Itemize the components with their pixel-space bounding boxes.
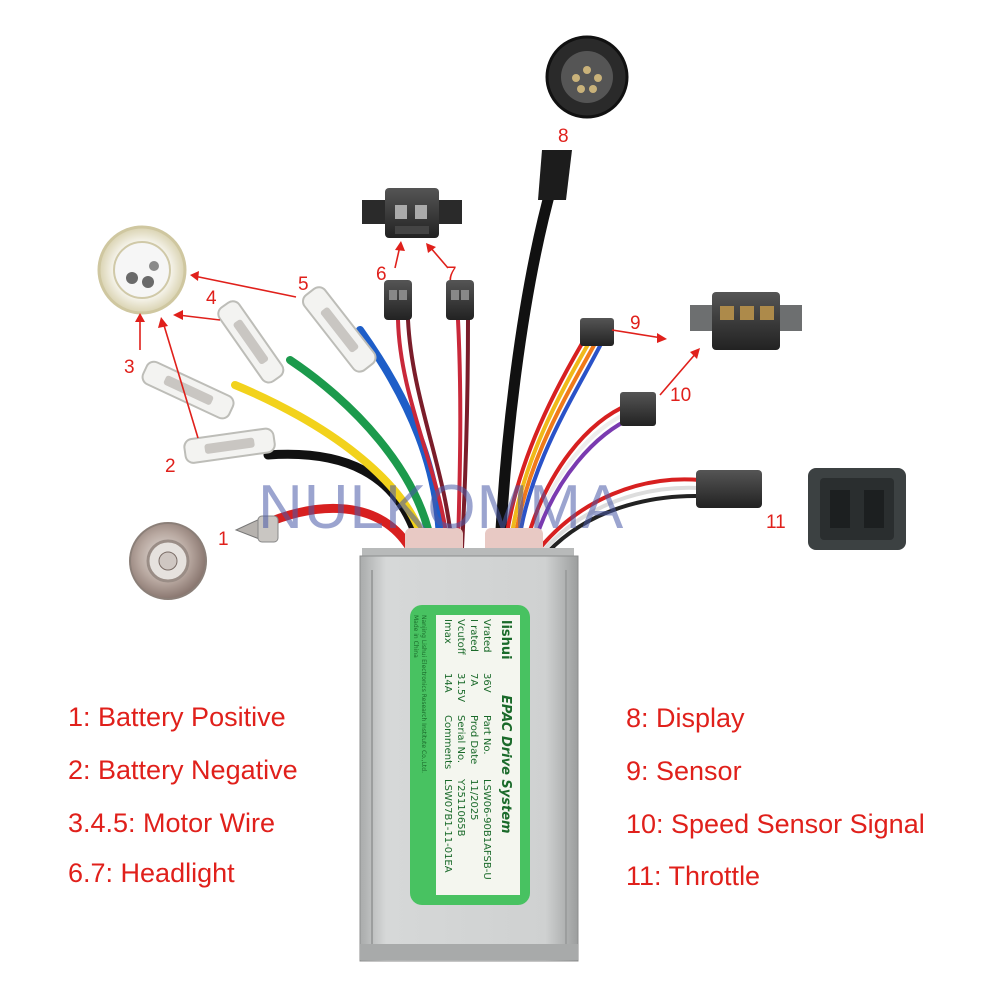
headlight-connectors <box>384 280 474 320</box>
wire-battery-positive <box>257 503 415 553</box>
callout-10: 10 <box>670 385 691 406</box>
label-row-key: I rated <box>468 619 479 652</box>
legend-speed-sensor-signal: 10: Speed Sensor Signal <box>626 809 925 839</box>
wire-sensor-orange <box>512 336 600 550</box>
label-row-value2: LSW07B1-11-01EA <box>442 779 453 873</box>
legend-battery-positive: 1: Battery Positive <box>68 702 286 732</box>
wire-display <box>494 179 558 554</box>
label-row-key: Vcutoff <box>455 619 466 656</box>
throttle-connector <box>696 468 906 550</box>
callout-7: 7 <box>446 264 457 285</box>
wire-headlight-7-dark <box>460 318 470 550</box>
display-connector <box>538 35 629 200</box>
wire-headlight-7-red <box>456 318 463 550</box>
motor-connectors <box>141 286 377 464</box>
wire-speed-white <box>527 410 632 550</box>
callout-6: 6 <box>376 264 387 285</box>
sensor-connector <box>580 292 802 350</box>
legend-motor-wire: 3.4.5: Motor Wire <box>68 808 276 838</box>
wire-motor-blue <box>356 326 444 552</box>
callout-5: 5 <box>298 274 309 295</box>
wire-battery-negative <box>263 449 425 553</box>
battery-positive-terminal <box>129 515 279 600</box>
wire-bundle <box>231 179 702 554</box>
headlight-mating-connector <box>362 188 462 238</box>
wire-throttle-white <box>542 485 702 552</box>
wire-throttle-red <box>538 477 702 550</box>
callout-arrows <box>135 241 700 439</box>
label-row-value2: Y2511065B <box>455 778 466 837</box>
callout-2: 2 <box>165 456 176 477</box>
callout-9: 9 <box>630 313 641 334</box>
speed-sensor-connector <box>620 392 656 426</box>
wire-speed-purple <box>531 416 634 550</box>
wire-headlight-6-dark <box>406 318 454 550</box>
wire-sensor-blue <box>516 340 604 550</box>
label-row-value: 14A <box>442 673 453 693</box>
callout-8: 8 <box>558 126 569 147</box>
callout-1: 1 <box>218 529 229 550</box>
legend-headlight: 6.7: Headlight <box>68 858 235 888</box>
label-row-key2: Prod Date <box>468 715 479 764</box>
legend-display: 8: Display <box>626 703 745 733</box>
label-brand: lishui <box>498 620 513 660</box>
wire-speed-red <box>523 403 630 550</box>
label-row-value: 36V <box>481 673 492 693</box>
wire-sensor-red <box>503 328 592 550</box>
legend-throttle: 11: Throttle <box>626 861 761 891</box>
wire-motor-green <box>286 356 436 552</box>
legend-sensor: 9: Sensor <box>626 756 742 786</box>
callout-numbers: 1 2 3 4 5 6 7 8 9 10 11 <box>124 126 786 550</box>
motor-plug-ring <box>97 225 187 315</box>
label-row-key2: Serial No. <box>455 715 466 763</box>
callout-11: 11 <box>766 512 786 533</box>
label-row-key: Imax <box>442 619 453 644</box>
label-made-in: Made in China <box>412 615 419 658</box>
legend-battery-negative: 2: Battery Negative <box>68 755 298 785</box>
controller-label: EPAC Drive System lishui Vrated 36V Part N… <box>410 605 530 905</box>
label-maker: Nanjing Lishui Electronics Research Inst… <box>420 615 427 773</box>
label-row-value2: 11/2025 <box>468 779 479 821</box>
callout-4: 4 <box>206 288 217 309</box>
label-row-key: Vrated <box>481 619 492 653</box>
wire-throttle-black <box>546 493 702 554</box>
label-row-value: 7A <box>468 673 479 686</box>
callout-3: 3 <box>124 357 135 378</box>
label-system: EPAC Drive System <box>498 695 513 834</box>
wire-sensor-yellow <box>508 332 596 550</box>
wire-headlight-6-red <box>396 318 450 550</box>
wire-motor-yellow <box>231 381 429 552</box>
label-row-key2: Comments <box>442 715 453 769</box>
label-row-value2: LSW06-90B1AFSB-U <box>481 779 492 880</box>
watermark: NULKOMMA <box>258 473 624 542</box>
label-row-value: 31.5V <box>455 673 466 702</box>
label-row-key2: Part No. <box>481 715 492 755</box>
